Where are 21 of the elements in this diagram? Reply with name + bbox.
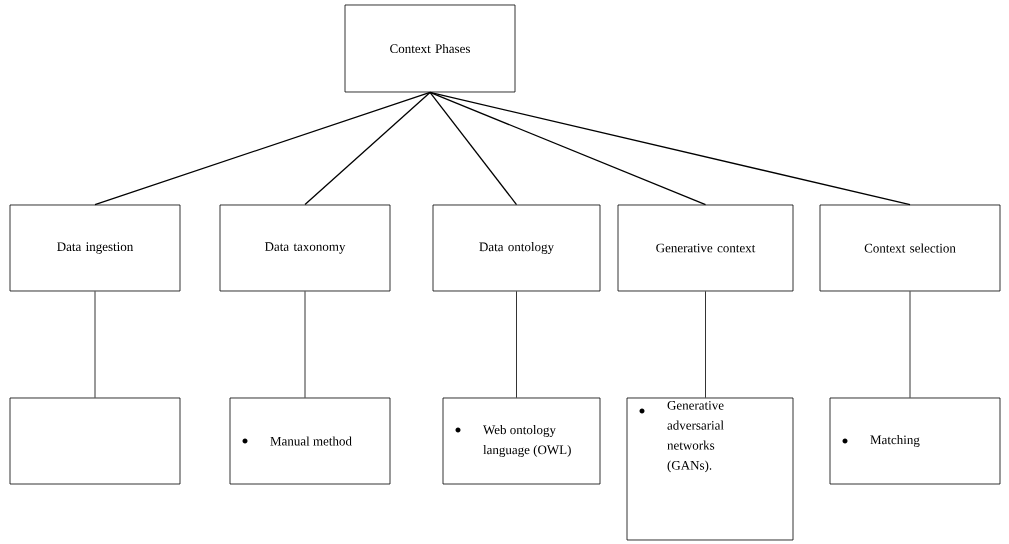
method-box: Web ontology language (OWL) bbox=[442, 397, 601, 485]
connector-line bbox=[705, 291, 706, 398]
phase-box: Data taxonomy bbox=[219, 204, 391, 292]
connector-line bbox=[94, 291, 96, 398]
method-box: Manual method bbox=[229, 397, 391, 485]
connector-line bbox=[429, 91, 518, 206]
connector-line bbox=[94, 91, 431, 206]
phase-box: Generative context bbox=[617, 204, 794, 292]
connector-line bbox=[429, 91, 707, 206]
phase-box: Data ingestion bbox=[9, 204, 181, 292]
method-box: Matching bbox=[829, 397, 1001, 485]
connector-line bbox=[304, 91, 431, 206]
connector-line bbox=[304, 291, 306, 398]
phase-box: Data ontology bbox=[432, 204, 601, 292]
phase-box: Context selection bbox=[819, 204, 1001, 292]
connector-line bbox=[909, 291, 911, 398]
method-box bbox=[9, 397, 181, 485]
connector-line bbox=[516, 291, 517, 398]
title-box: Context Phases bbox=[344, 4, 516, 93]
connector-line bbox=[429, 91, 911, 206]
method-box: Generative adversarial networks (GANs). bbox=[626, 397, 794, 541]
